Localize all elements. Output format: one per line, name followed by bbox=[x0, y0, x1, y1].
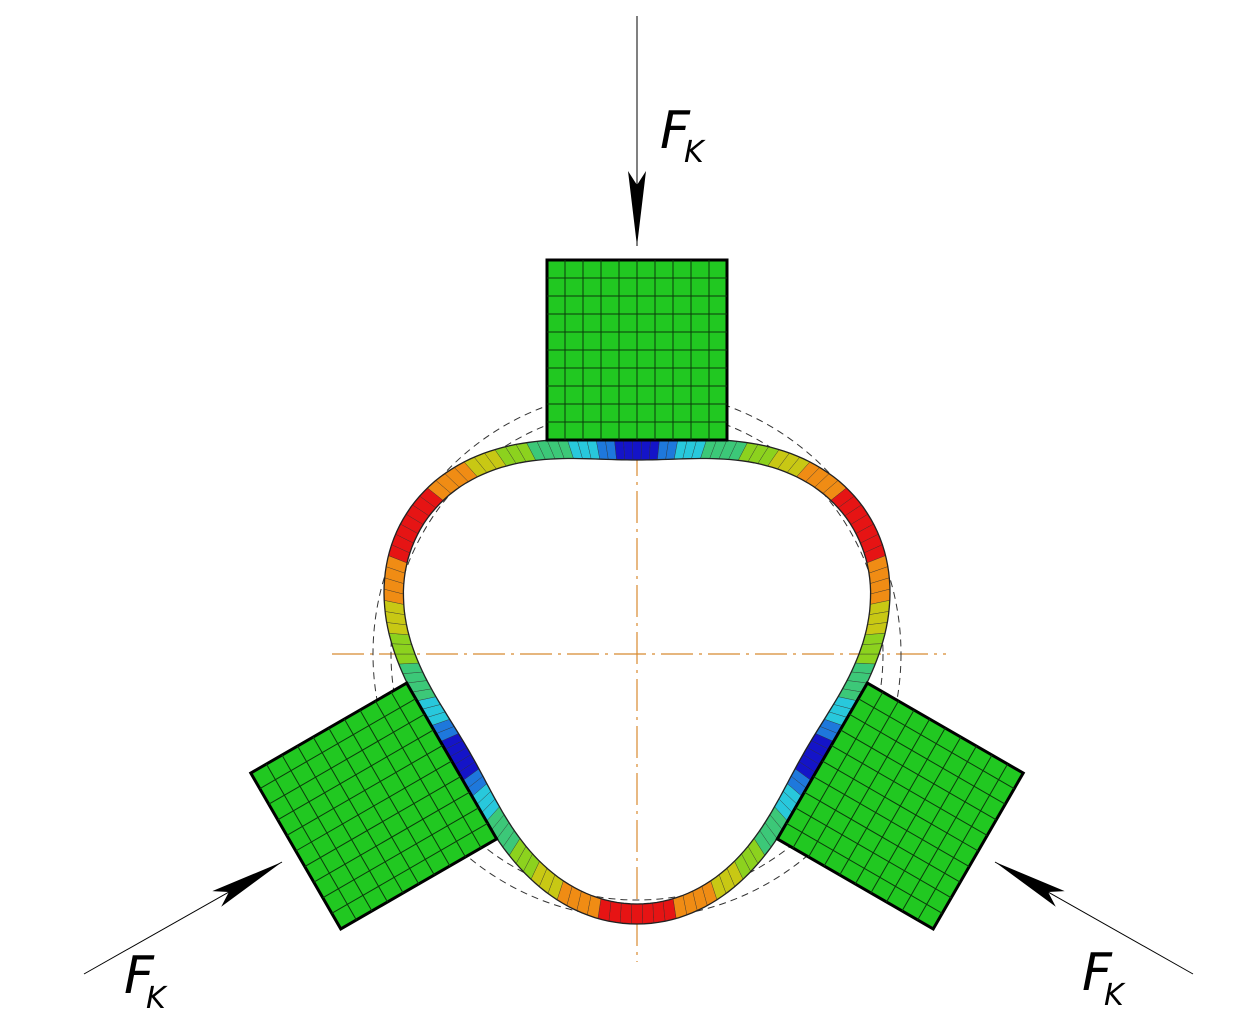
ring-element bbox=[631, 903, 643, 925]
ring-element bbox=[619, 902, 632, 925]
mesh-line bbox=[823, 709, 915, 867]
mesh-line bbox=[792, 691, 884, 849]
force-label-top-subscript: K bbox=[684, 135, 706, 170]
mesh-line bbox=[277, 729, 434, 821]
force-label-right-main: F bbox=[1082, 943, 1113, 1003]
mesh-line bbox=[259, 698, 416, 790]
mesh-line bbox=[375, 700, 466, 858]
force-arrow-top bbox=[628, 16, 646, 246]
ring-outer-edge bbox=[383, 438, 891, 925]
force-arrowhead bbox=[995, 862, 1065, 907]
force-arrow-left bbox=[83, 861, 283, 975]
ring-element bbox=[652, 901, 666, 924]
force-label-left: F K bbox=[124, 946, 168, 1016]
mesh-line bbox=[343, 718, 435, 876]
force-label-left-subscript: K bbox=[146, 981, 168, 1016]
force-arrowhead bbox=[212, 862, 282, 907]
contact-blocks bbox=[248, 258, 1026, 931]
force-label-right-subscript: K bbox=[1104, 978, 1126, 1013]
mesh-line bbox=[359, 709, 451, 867]
force-label-right: F K bbox=[1082, 943, 1126, 1013]
contact-block-bottom-right bbox=[775, 681, 1026, 931]
force-label-top: F K bbox=[660, 101, 706, 170]
force-label-top-main: F bbox=[660, 101, 691, 161]
mesh-line bbox=[786, 822, 943, 914]
ring-inner-edge bbox=[402, 457, 872, 905]
mesh-line bbox=[795, 807, 952, 899]
mesh-line bbox=[808, 700, 899, 858]
ring-element bbox=[623, 439, 634, 461]
force-arrows bbox=[83, 16, 1194, 975]
ring-element bbox=[642, 902, 655, 925]
force-arrowhead bbox=[628, 171, 646, 246]
mesh-line bbox=[268, 713, 425, 805]
contact-block-top bbox=[545, 258, 729, 442]
mesh-line bbox=[286, 744, 443, 836]
mesh-line bbox=[854, 727, 946, 885]
ring-element bbox=[632, 439, 642, 461]
mesh-line bbox=[328, 727, 420, 885]
mesh-line bbox=[839, 718, 931, 876]
mesh-line bbox=[813, 776, 970, 868]
mesh-line bbox=[804, 791, 961, 883]
mesh-line bbox=[390, 691, 482, 849]
force-label-left-main: F bbox=[124, 946, 155, 1006]
ring-element bbox=[640, 439, 651, 461]
force-arrow-right bbox=[994, 861, 1194, 975]
contact-block-bottom-left bbox=[248, 681, 499, 931]
